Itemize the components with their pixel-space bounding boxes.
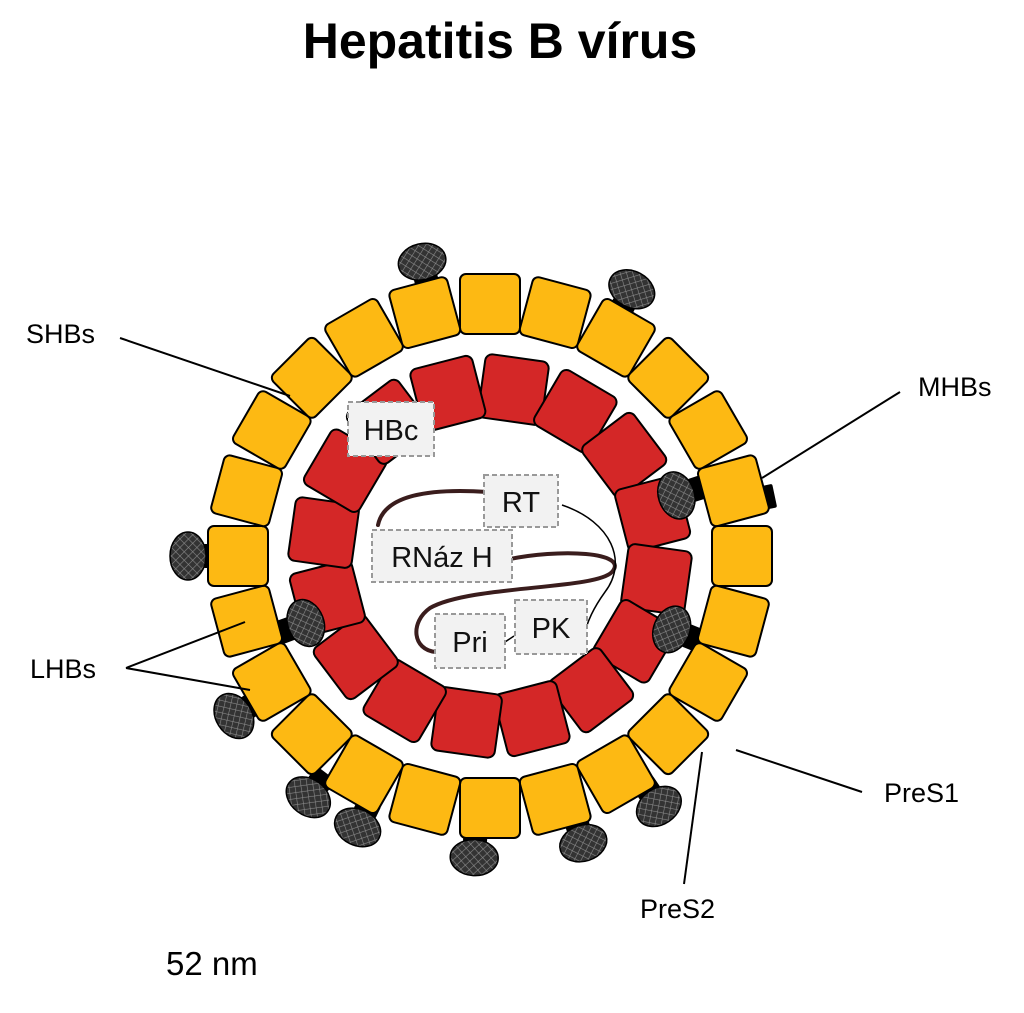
glycan-icon bbox=[213, 692, 255, 740]
envelope-protein bbox=[210, 584, 283, 658]
capsid-protein bbox=[548, 647, 635, 734]
envelope-protein bbox=[518, 276, 592, 349]
callout-mhbs bbox=[761, 391, 901, 479]
envelope-protein bbox=[324, 734, 404, 814]
envelope-protein bbox=[270, 693, 353, 776]
envelope-protein bbox=[518, 763, 592, 836]
label-shbs: SHBs bbox=[26, 319, 95, 349]
envelope-protein bbox=[207, 525, 269, 587]
glycan-icon bbox=[286, 598, 326, 648]
envelope-protein bbox=[388, 276, 462, 349]
genome-strand-dark bbox=[376, 488, 617, 654]
callout-pres1 bbox=[735, 749, 863, 793]
envelope-protein bbox=[388, 763, 462, 836]
envelope-protein bbox=[627, 336, 710, 419]
callout-shbs bbox=[119, 337, 291, 397]
label-mhbs: MHBs bbox=[918, 372, 992, 402]
capsid-protein bbox=[493, 680, 571, 758]
diagram-title: Hepatitis B vírus bbox=[303, 13, 698, 69]
label-pri: Pri bbox=[452, 627, 487, 659]
glycan-icon bbox=[397, 242, 447, 281]
envelope-protein bbox=[459, 273, 521, 335]
callout-lines bbox=[119, 337, 901, 885]
glycan-group bbox=[169, 242, 696, 877]
glycan-icon bbox=[333, 807, 382, 848]
envelope-protein bbox=[668, 642, 748, 722]
callout-lhbs-a bbox=[125, 621, 246, 669]
label-box-pri: Pri bbox=[434, 613, 506, 669]
envelope-protein bbox=[270, 336, 353, 419]
label-box-pk: PK bbox=[514, 599, 588, 655]
label-box-rnaz: RNáz H bbox=[371, 529, 513, 583]
envelope-protein bbox=[697, 584, 770, 658]
genome-strands bbox=[376, 488, 617, 654]
capsid-protein bbox=[477, 353, 550, 426]
glycan-icon bbox=[635, 785, 682, 828]
capsid-protein bbox=[362, 658, 447, 744]
envelope-protein bbox=[668, 390, 748, 470]
capsid-protein bbox=[430, 686, 503, 759]
label-box-hbc: HBc bbox=[347, 401, 435, 457]
glycan-icon bbox=[608, 269, 656, 310]
glycan-icon bbox=[651, 605, 692, 654]
envelope-protein bbox=[232, 642, 312, 722]
envelope-protein bbox=[459, 777, 521, 839]
envelope-protein bbox=[210, 454, 283, 528]
label-pres1: PreS1 bbox=[884, 778, 959, 808]
glycan-icon bbox=[285, 776, 332, 819]
capsid-protein bbox=[581, 411, 668, 498]
envelope-protein bbox=[576, 298, 656, 378]
callout-lhbs-b bbox=[125, 667, 251, 691]
envelope-protein-ring bbox=[207, 273, 773, 839]
envelope-protein bbox=[697, 454, 770, 528]
envelope-protein bbox=[711, 525, 773, 587]
envelope-protein bbox=[324, 298, 404, 378]
label-rnaz: RNáz H bbox=[391, 542, 493, 574]
label-box-rt: RT bbox=[483, 474, 559, 528]
capsid-protein bbox=[620, 543, 693, 616]
glycan-icon bbox=[449, 838, 499, 877]
label-pk: PK bbox=[532, 613, 571, 645]
label-rt: RT bbox=[502, 487, 540, 519]
genome-strand-thin bbox=[504, 504, 616, 643]
envelope-protein bbox=[627, 693, 710, 776]
envelope-protein bbox=[576, 734, 656, 814]
label-pres2: PreS2 bbox=[640, 894, 715, 924]
scale-label: 52 nm bbox=[166, 945, 258, 982]
capsid-protein bbox=[533, 368, 618, 454]
envelope-protein bbox=[232, 390, 312, 470]
label-lhbs: LHBs bbox=[30, 654, 96, 684]
glycan-icon bbox=[656, 471, 696, 520]
label-hbc: HBc bbox=[364, 415, 419, 447]
capsid-protein bbox=[287, 496, 360, 569]
callout-pres2 bbox=[683, 751, 703, 885]
glycan-icon bbox=[559, 823, 608, 863]
glycan-icon bbox=[169, 531, 207, 581]
capsid-protein bbox=[312, 614, 399, 701]
